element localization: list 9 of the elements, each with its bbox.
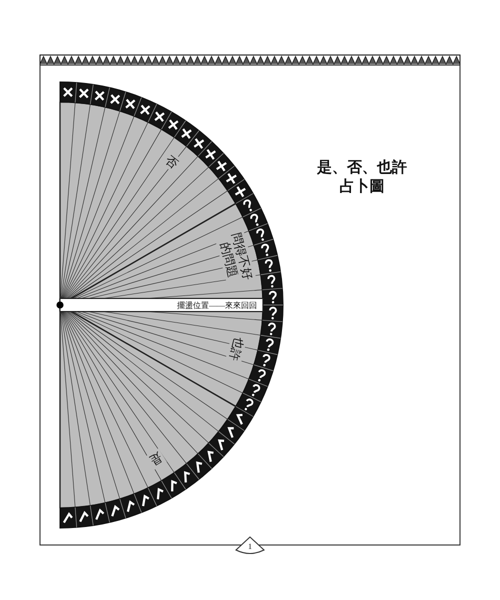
strip-label: 擺盪位置——來來回回 [177, 300, 257, 310]
page-number: 1 [248, 542, 252, 551]
sector-label: 是 [147, 450, 166, 468]
sector-label: 問得不好的問題 [217, 231, 256, 282]
sector-label: 否 [162, 152, 181, 172]
center-strip [60, 298, 264, 312]
sector-label: 也許 [226, 336, 246, 362]
page-number-tab [236, 536, 264, 554]
chart-title: 是、否、也許占卜圖 [316, 159, 408, 197]
